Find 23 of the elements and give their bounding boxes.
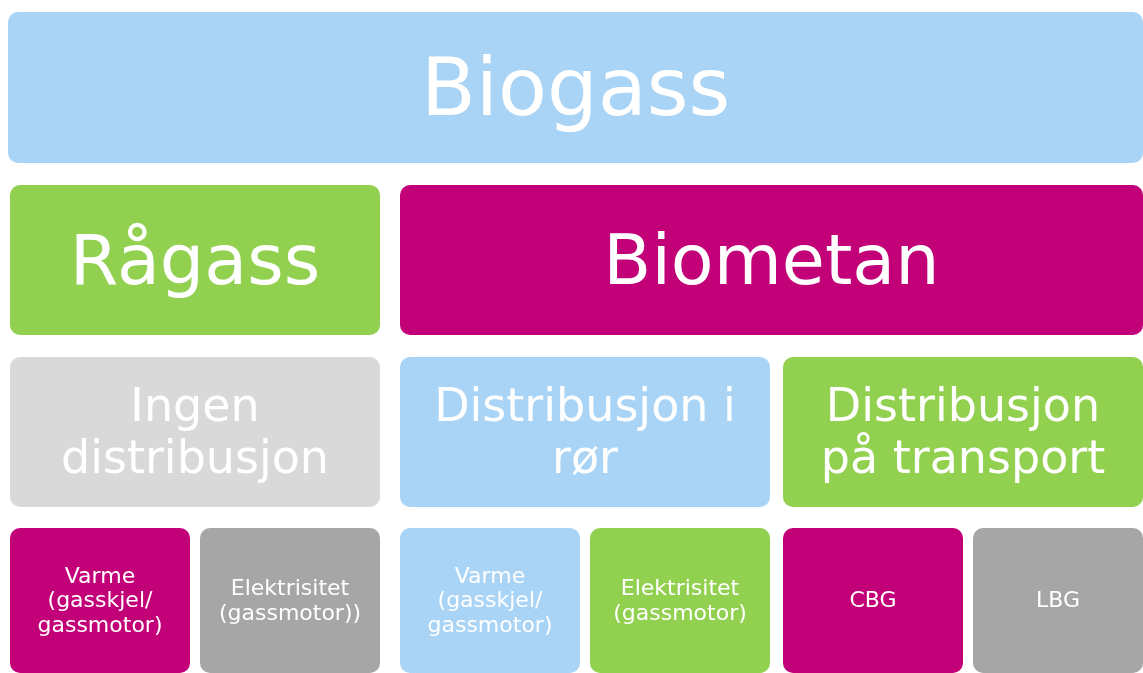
distribution-box bbox=[10, 357, 380, 507]
use-box bbox=[200, 528, 380, 673]
distribution-box bbox=[400, 357, 770, 507]
use-box bbox=[590, 528, 770, 673]
category-box bbox=[400, 185, 1143, 335]
box-label: Elektrisitet (gassmotor)) bbox=[217, 575, 363, 626]
use-box bbox=[10, 528, 190, 673]
box-label: Biometan bbox=[603, 220, 940, 300]
box-label: Varme (gasskjel/ gassmotor) bbox=[36, 563, 164, 638]
box-label: Rågass bbox=[69, 220, 321, 300]
box-label: LBG bbox=[1036, 588, 1080, 613]
box-label: Distribusjon i rør bbox=[433, 380, 737, 484]
box-label: CBG bbox=[849, 588, 897, 613]
box-label: Varme (gasskjel/ gassmotor) bbox=[426, 563, 554, 638]
use-box bbox=[973, 528, 1143, 673]
title-banner bbox=[8, 12, 1143, 163]
use-box bbox=[400, 528, 580, 673]
box-label: Elektrisitet (gassmotor) bbox=[612, 575, 748, 626]
use-box bbox=[783, 528, 963, 673]
distribution-box bbox=[783, 357, 1143, 507]
box-label: Biogass bbox=[420, 42, 731, 133]
box-label: Distribusjon på transport bbox=[819, 380, 1107, 484]
category-box bbox=[10, 185, 380, 335]
